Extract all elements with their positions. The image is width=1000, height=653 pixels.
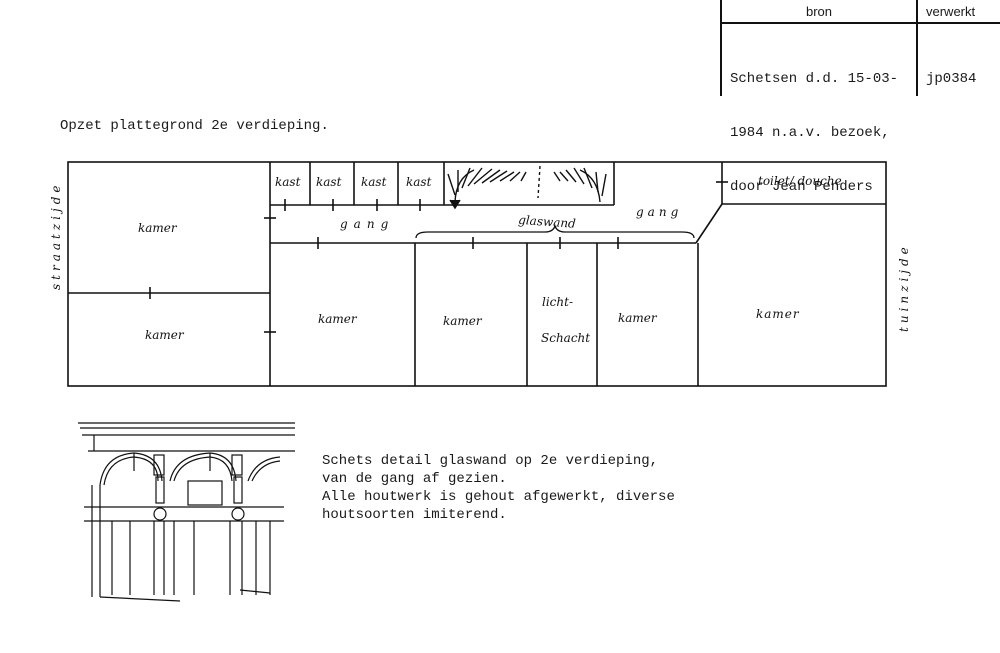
room-label: kamer [318,312,358,326]
door-marks [149,181,728,333]
floor-plan: kast kast kast kast toilet/ douche gang … [0,150,1000,400]
glaswand-bracket [415,223,695,239]
room-label: kamer [756,307,800,321]
lichtschacht-label: Schacht [541,331,590,345]
gang-label: gang [340,217,394,231]
column-header-source: bron [806,4,833,19]
source-line: Schetsen d.d. 15-03- [730,71,899,87]
plan-walls [67,161,887,387]
note-line: van de gang af gezien. [322,471,507,487]
glaswand-label: glaswand [518,213,577,231]
table-border-middle [916,0,918,96]
source-table: bron verwerkt Schetsen d.d. 15-03- 1984 … [718,0,1000,195]
room-label: kamer [145,328,185,342]
room-label: kamer [443,314,483,328]
kast-label: kast [361,175,387,189]
outer-wall [67,161,887,387]
source-description: Schetsen d.d. 15-03- 1984 n.a.v. bezoek,… [730,34,898,232]
plan-labels: kast kast kast kast toilet/ douche gang … [49,174,911,345]
note-line: Schets detail glaswand op 2e verdieping, [322,453,659,469]
street-side-label: straatzijde [49,181,63,290]
kast-label: kast [275,175,301,189]
column-header-processed: verwerkt [926,4,976,19]
note-line: Alle houtwerk is gehout afgewerkt, diver… [322,489,675,505]
glaswand-sketch-drawing [78,422,295,602]
source-line: 1984 n.a.v. bezoek, [730,125,890,141]
sketch-note: Schets detail glaswand op 2e verdieping,… [322,452,675,524]
stair-sketch [447,165,607,210]
floor-plan-drawing: kast kast kast kast toilet/ douche gang … [49,161,911,387]
gang-label: gang [636,205,682,219]
page-title: Opzet plattegrond 2e verdieping. [60,118,329,134]
lichtschacht-label: licht- [542,295,573,309]
kast-label: kast [316,175,342,189]
kast-label: kast [406,175,432,189]
archive-code: jp0384 [926,71,977,87]
toilet-label: toilet/ douche [758,174,842,188]
room-label: kamer [138,221,178,235]
glaswand-sketch [70,415,300,615]
table-border-left [720,0,722,96]
note-line: houtsoorten imiterend. [322,507,507,523]
room-label: kamer [618,311,658,325]
garden-side-label: tuinzijde [897,243,911,332]
wall [695,203,723,244]
table-header-rule [720,22,1000,24]
source-line: door Jean Penders [730,179,873,195]
